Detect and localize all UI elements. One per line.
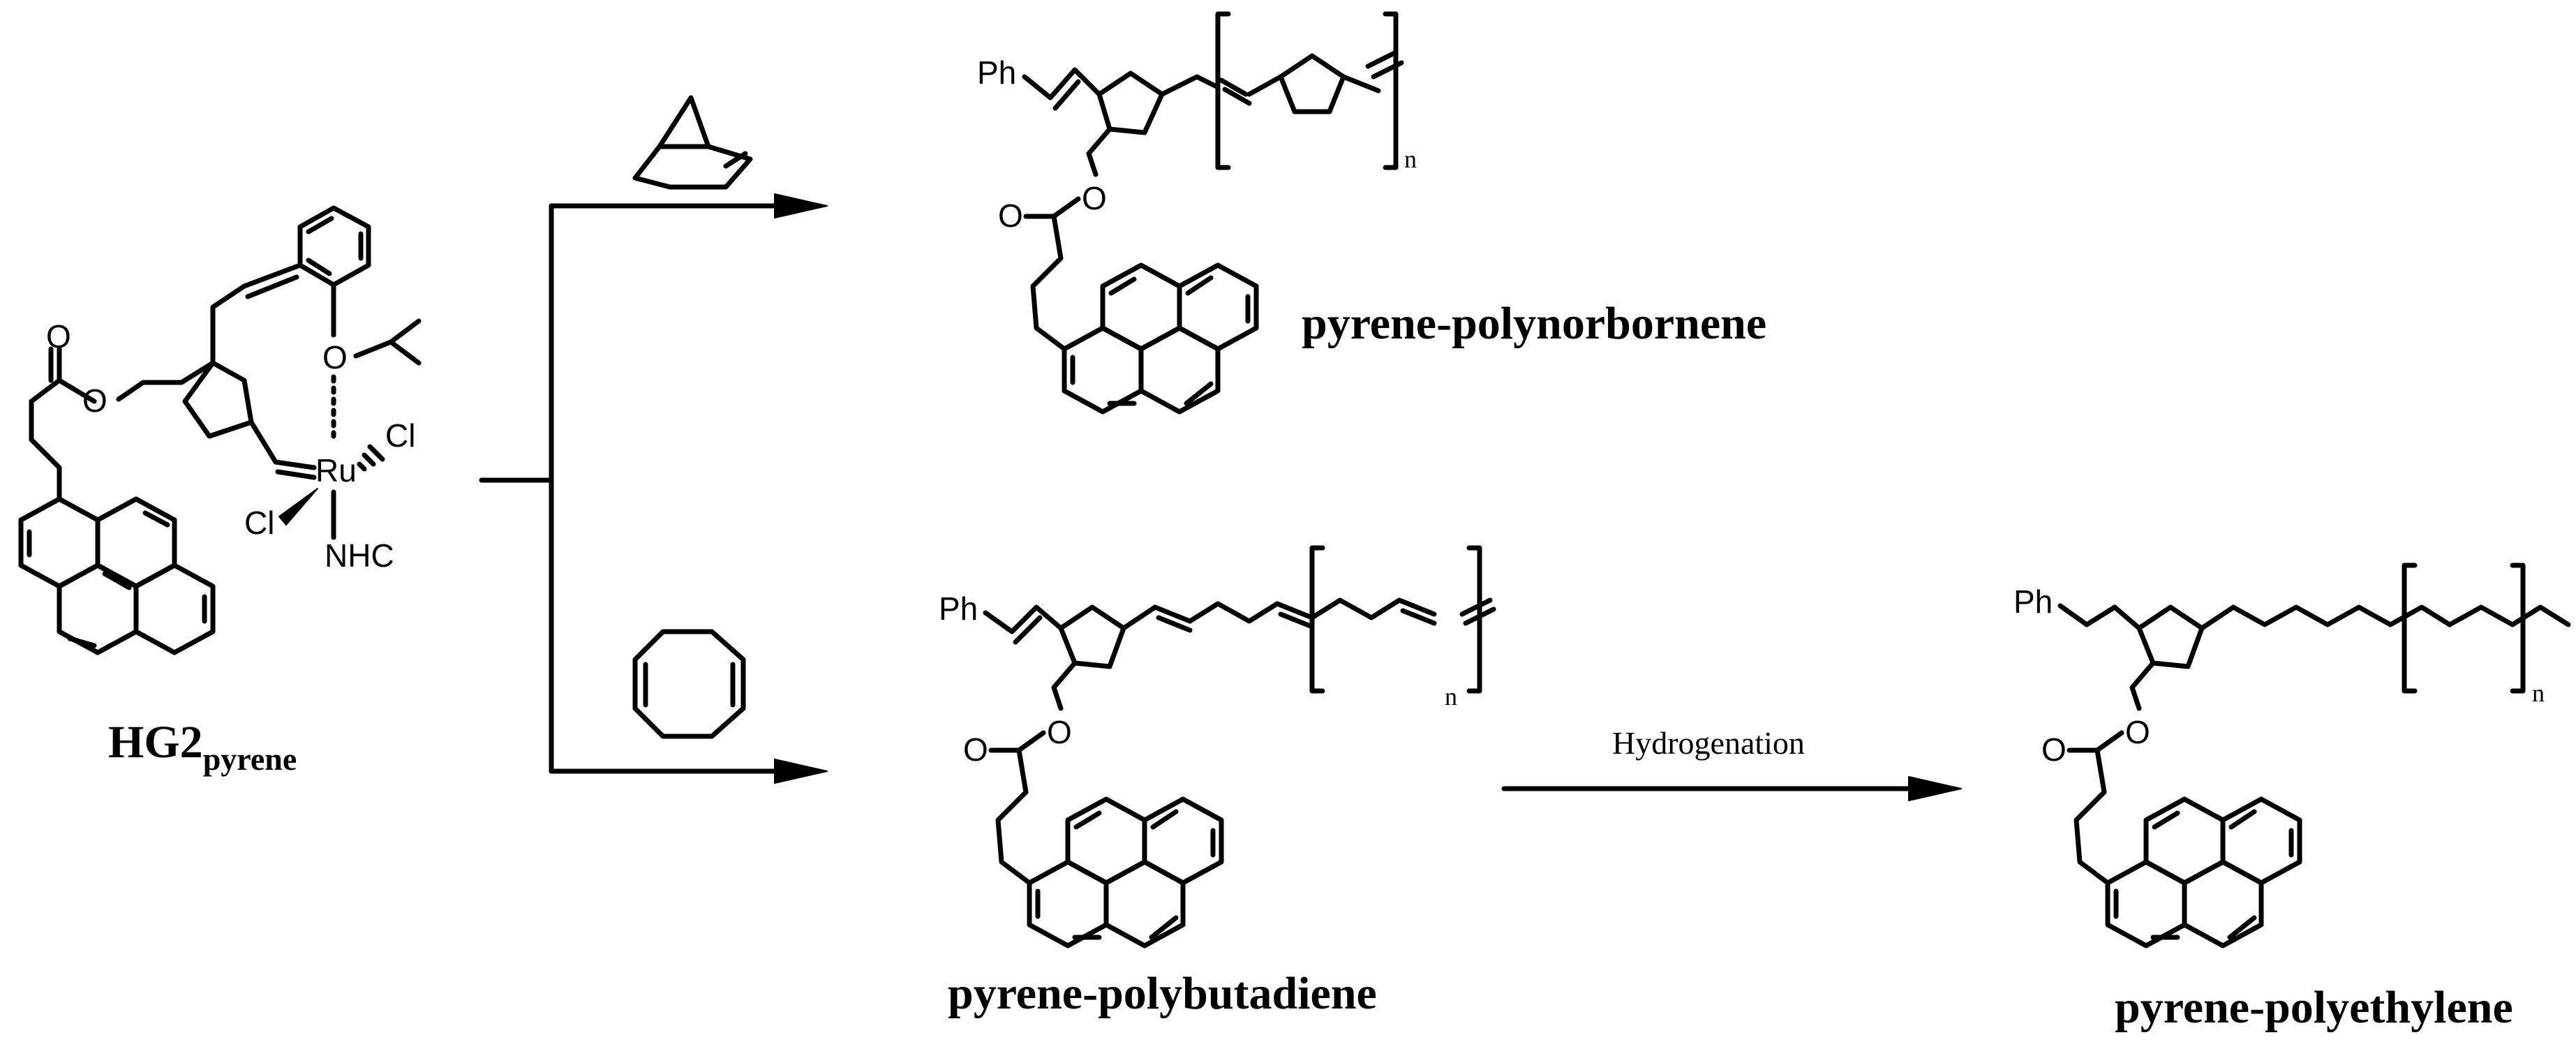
- ether-oxygen-label: O: [322, 339, 348, 375]
- repeat-unit-n-label-pbd: n: [1445, 683, 1457, 710]
- cyclopentane-catalyst: [182, 360, 254, 439]
- polybutadiene-structure: Ph n O O: [939, 545, 1496, 948]
- ruthenium-label: Ru: [315, 452, 357, 489]
- phenyl-label-2: Ph: [939, 590, 978, 627]
- cyclopentane-pe: [2136, 604, 2205, 669]
- polynorbornene-structure: Ph n O O: [977, 11, 1417, 415]
- polyethylene-structure: Ph n O O: [2013, 563, 2571, 948]
- butanoate-chain: [29, 378, 97, 502]
- polynorbornene-name: pyrene-polynorbornene: [1302, 298, 1766, 349]
- wedge-bond: [278, 488, 318, 526]
- catalyst-hg2-pyrene-structure: O O O Ru Cl: [18, 205, 422, 655]
- pyrene-core-pnb: [1062, 262, 1259, 415]
- repeat-unit-n-label-pe: n: [2532, 679, 2545, 707]
- carbonyl-oxygen-pe: O: [2041, 731, 2067, 768]
- carbonyl-oxygen-label: O: [46, 318, 71, 355]
- phenyl-label-1: Ph: [977, 54, 1016, 91]
- ester-oxygen-pnb: O: [1082, 180, 1107, 216]
- arrowhead-hydrogenation: [1908, 776, 1962, 801]
- cyclopentane-pnb-1: [1096, 70, 1165, 135]
- hashed-bond: [357, 444, 385, 472]
- cyclooctadiene-monomer: [632, 629, 746, 739]
- chloride-top-label: Cl: [385, 417, 415, 454]
- phenyl-label-3: Ph: [2013, 583, 2053, 620]
- arrowhead-top: [774, 193, 828, 218]
- benzene-ring-catalyst: [297, 205, 371, 288]
- catalyst-name: HG2pyrene: [108, 717, 297, 777]
- pyrene-core-catalyst: [18, 496, 216, 655]
- pyrene-core-pbd: [1027, 796, 1224, 948]
- arrowhead-bottom: [774, 759, 828, 784]
- hydrogenation-label: Hydrogenation: [1612, 725, 1805, 761]
- pyrene-core-pe: [2105, 796, 2302, 948]
- norbornene-monomer: [632, 95, 753, 190]
- hydrogenation-arrow: [1501, 776, 1962, 801]
- polyethylene-name: pyrene-polyethylene: [2115, 982, 2513, 1033]
- repeat-unit-n-label: n: [1404, 145, 1417, 173]
- ester-oxygen-pe: O: [2125, 714, 2150, 750]
- polybutadiene-name: pyrene-polybutadiene: [948, 968, 1377, 1019]
- branch-arrows: [479, 193, 828, 784]
- chloride-bottom-label: Cl: [244, 505, 274, 541]
- carbonyl-oxygen-pbd: O: [963, 731, 988, 768]
- nhc-ligand-label: NHC: [325, 537, 394, 574]
- ester-oxygen-pbd: O: [1047, 714, 1072, 750]
- cyclopentane-pbd: [1058, 604, 1126, 669]
- cyclopentane-pnb-2: [1278, 53, 1346, 114]
- ester-oxygen-label: O: [82, 382, 107, 419]
- carbonyl-oxygen-pnb: O: [998, 198, 1023, 234]
